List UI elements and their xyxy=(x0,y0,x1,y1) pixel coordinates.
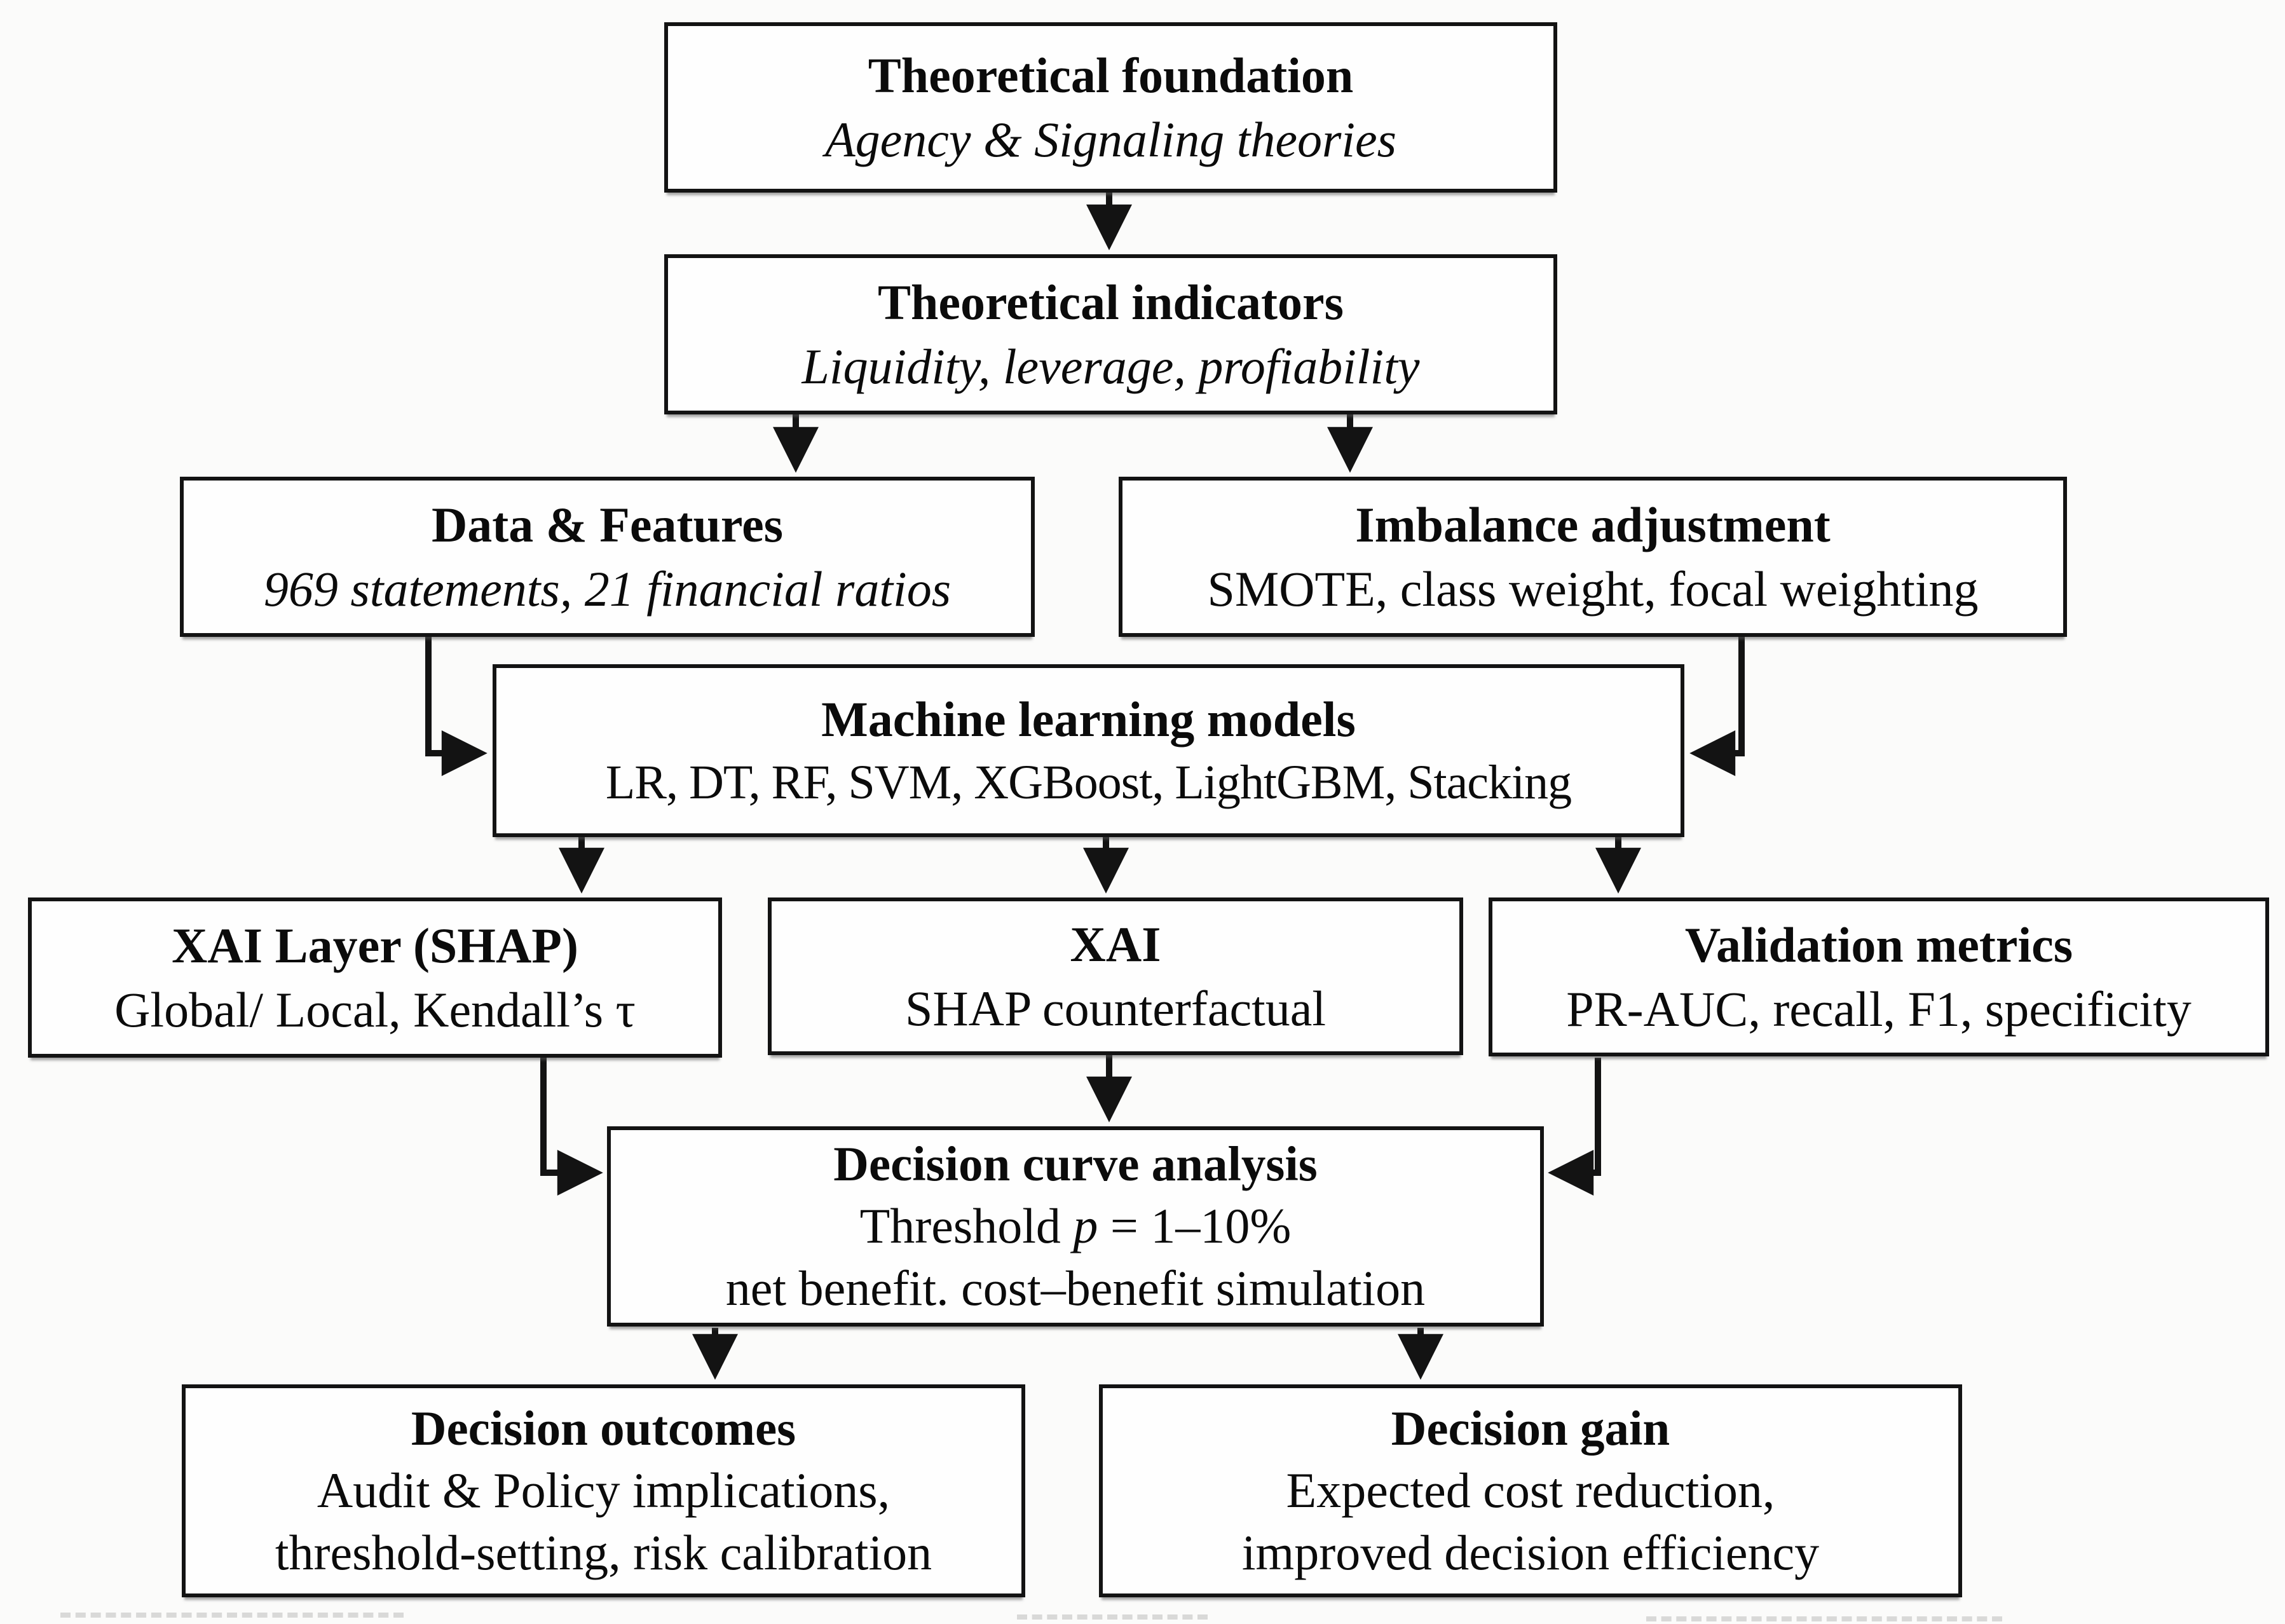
box-line: Expected cost reduction, xyxy=(1286,1462,1775,1518)
box-validation-metrics: Validation metrics PR-AUC, recall, F1, s… xyxy=(1489,897,2269,1056)
box-title: Validation metrics xyxy=(1684,917,2073,972)
bottom-edge-dash xyxy=(1646,1616,2002,1621)
box-subtitle: Global/ Local, Kendall’s τ xyxy=(114,982,636,1037)
box-decision-curve-analysis: Decision curve analysis Threshold p = 1–… xyxy=(607,1126,1544,1327)
box-xai-layer-shap: XAI Layer (SHAP) Global/ Local, Kendall’… xyxy=(28,897,722,1058)
threshold-prefix: Threshold xyxy=(859,1198,1074,1253)
arrow-validation-to-decision-curve xyxy=(1548,1058,1601,1196)
box-subtitle: LR, DT, RF, SVM, XGBoost, LightGBM, Stac… xyxy=(605,756,1572,810)
arrow-xai-layer-to-decision-curve xyxy=(540,1058,603,1196)
box-title: Theoretical foundation xyxy=(868,47,1354,103)
box-line: threshold-setting, risk calibration xyxy=(275,1525,932,1580)
arrow-data-features-to-ml-models xyxy=(425,637,488,776)
box-xai: XAI SHAP counterfactual xyxy=(768,897,1463,1055)
box-subtitle: SHAP counterfactual xyxy=(904,981,1327,1036)
box-title: Machine learning models xyxy=(821,691,1356,747)
box-subtitle: PR-AUC, recall, F1, specificity xyxy=(1566,981,2192,1037)
box-theoretical-indicators: Theoretical indicators Liquidity, levera… xyxy=(664,254,1557,414)
box-subtitle: Agency & Signaling theories xyxy=(825,112,1396,167)
box-imbalance-adjustment: Imbalance adjustment SMOTE, class weight… xyxy=(1119,477,2067,637)
box-subtitle: SMOTE, class weight, focal weighting xyxy=(1207,561,1979,617)
box-title: XAI Layer (SHAP) xyxy=(172,917,578,973)
box-title: XAI xyxy=(1070,916,1161,972)
box-subtitle: Liquidity, leverage, profiability xyxy=(801,339,1420,394)
box-title: Decision gain xyxy=(1391,1400,1670,1456)
box-decision-gain: Decision gain Expected cost reduction, i… xyxy=(1099,1384,1962,1597)
bottom-edge-dash xyxy=(60,1613,404,1618)
box-title: Imbalance adjustment xyxy=(1355,496,1831,552)
box-ml-models: Machine learning models LR, DT, RF, SVM,… xyxy=(493,664,1684,837)
box-line: Audit & Policy implications, xyxy=(317,1462,890,1518)
box-threshold-line: Threshold p = 1–10% xyxy=(860,1195,1292,1257)
threshold-range: = 1–10% xyxy=(1098,1198,1292,1253)
box-title: Theoretical indicators xyxy=(878,274,1344,330)
box-subtitle: 969 statements, 21 financial ratios xyxy=(263,561,952,617)
box-line: improved decision efficiency xyxy=(1241,1525,1820,1580)
box-decision-outcomes: Decision outcomes Audit & Policy implica… xyxy=(182,1384,1025,1597)
bottom-edge-dash xyxy=(1017,1614,1208,1620)
box-data-features: Data & Features 969 statements, 21 finan… xyxy=(180,477,1035,637)
box-title: Decision curve analysis xyxy=(833,1136,1318,1191)
box-theoretical-foundation: Theoretical foundation Agency & Signalin… xyxy=(664,22,1557,193)
box-title: Decision outcomes xyxy=(411,1400,796,1456)
box-netbenefit-line: net benefit. cost–benefit simulation xyxy=(725,1260,1426,1316)
threshold-variable: p xyxy=(1073,1198,1098,1253)
box-title: Data & Features xyxy=(431,496,784,552)
arrow-imbalance-to-ml-models xyxy=(1689,637,1745,776)
